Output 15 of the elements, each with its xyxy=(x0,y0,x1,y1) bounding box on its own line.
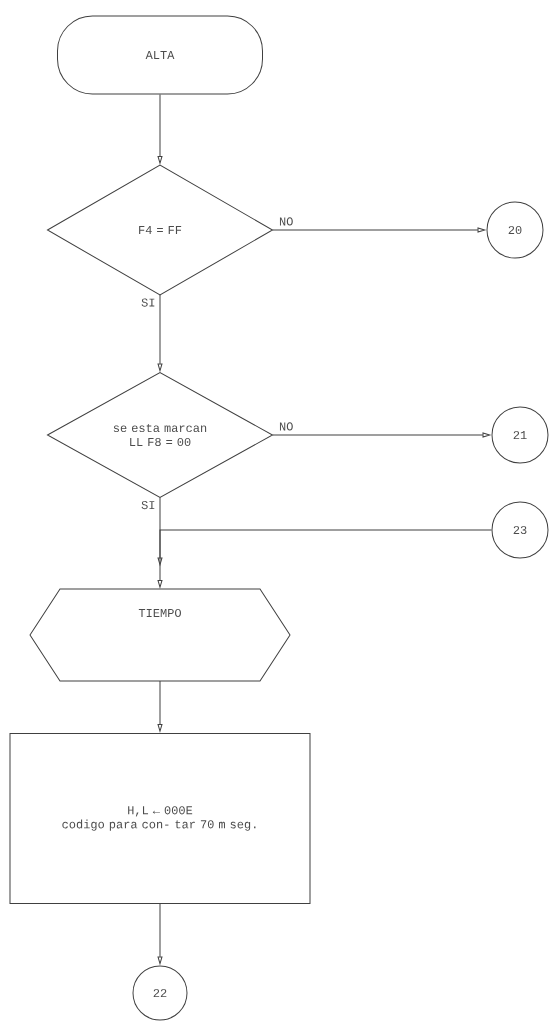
process-box: H,L ← 000E codigo para con- tar 70 m seg. xyxy=(9,733,311,904)
arrow xyxy=(157,680,163,732)
edge-label: SI xyxy=(140,500,157,511)
arrow xyxy=(157,94,163,164)
arrow xyxy=(157,294,163,372)
edge-label: NO xyxy=(278,216,295,227)
arrow xyxy=(272,432,491,438)
terminal-box: ALTA xyxy=(57,15,263,95)
preparation-hexagon: TIEMPO xyxy=(29,588,291,682)
edge-label: SI xyxy=(140,297,157,308)
edge-label: NO xyxy=(278,421,295,432)
arrow xyxy=(272,227,486,233)
arrow xyxy=(157,529,492,566)
arrow xyxy=(157,903,163,965)
arrow xyxy=(157,497,163,588)
